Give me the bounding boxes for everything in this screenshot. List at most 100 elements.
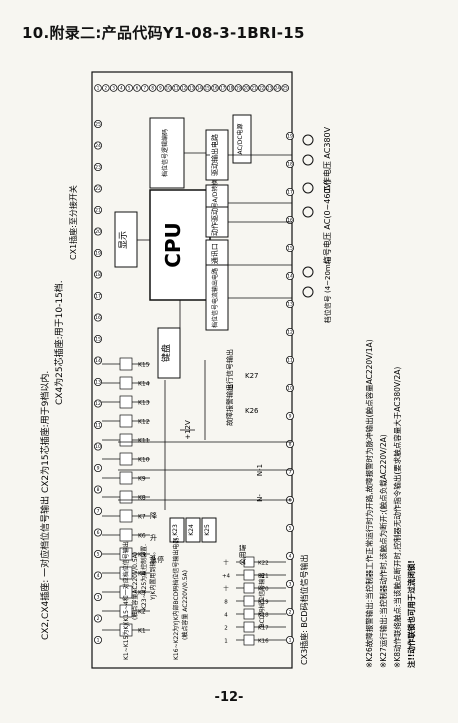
k-relay-contact: [119, 490, 133, 504]
cx3-terminal-number: 2: [289, 610, 292, 616]
coil-symbol-1: [302, 134, 314, 146]
cx1-terminal-number: 14: [197, 86, 203, 91]
cx1-terminal-number: 23: [267, 86, 273, 91]
cx1-terminal: [125, 84, 133, 92]
cx3-terminal: [285, 355, 294, 364]
raise-label: 升: [150, 533, 157, 542]
bcd-relay-label: K21: [258, 574, 269, 580]
motor-label: 动作驱动: [210, 208, 219, 236]
cx3-terminal: [285, 580, 294, 589]
k-relay-contact: [119, 547, 133, 561]
cx3-terminal-number: 14: [287, 274, 293, 280]
cx3-terminal: [285, 524, 294, 533]
k-relay-contact: [119, 395, 133, 409]
cx1-terminal: [102, 84, 110, 92]
cx1-terminal: [234, 84, 243, 92]
common-label: 公用端: [238, 545, 247, 566]
cx1-terminal-number: 18: [228, 86, 234, 91]
cx1-terminal-number: 19: [236, 86, 242, 91]
bcd-weight-label: +4: [222, 574, 231, 580]
display-block: [114, 211, 138, 268]
cx2-terminal: [94, 248, 103, 257]
stop-label: 急停: [150, 555, 164, 564]
bcd-relay-label: K20: [258, 587, 269, 593]
cx1-terminal: [187, 84, 196, 92]
cx3-terminal: [285, 159, 294, 168]
k-relay-label: K13: [138, 400, 150, 407]
cx3-terminal: [285, 552, 294, 561]
cx3-terminal-number: 11: [287, 358, 293, 364]
cx1-terminal: [109, 84, 118, 92]
cx1-terminal-number: 21: [251, 86, 257, 91]
bcd-relay-contact: [243, 582, 255, 594]
pos-input-label: 档位信号逻辑编码: [161, 129, 169, 177]
k-relay-contact: [119, 528, 133, 542]
cx2-terminal-number: 19: [95, 251, 101, 257]
k-relay-label: K4: [138, 571, 146, 578]
cx2-terminal: [94, 636, 103, 645]
k23-note-2: YJK内置用到输出。: [149, 549, 157, 601]
bcd-relay-contact: [243, 608, 255, 620]
cx1-terminal: [257, 84, 266, 92]
cx1-terminal-number: 9: [159, 86, 162, 91]
cx3-terminal-number: 6: [289, 498, 292, 504]
cx1-terminal: [211, 84, 219, 92]
bcd-output-label: BCD码档位信号输出: [258, 573, 266, 628]
cx3-terminal: [285, 636, 294, 645]
cx2-terminal: [94, 377, 103, 386]
cx2-terminal-number: 3: [97, 595, 100, 601]
cx2-terminal-number: 17: [95, 294, 101, 300]
k-relay-label: K6: [138, 533, 146, 540]
lower-label: 降: [150, 511, 157, 520]
bcd-relay-label: K16: [258, 639, 269, 645]
cx3-terminal-number: 15: [287, 246, 293, 252]
bcd-weight-label: 十: [223, 559, 229, 567]
cx1-terminal: [226, 84, 235, 92]
cx2-terminal: [94, 571, 103, 580]
cx3-terminal-number: 8: [289, 442, 292, 448]
cx1-terminal: [141, 84, 149, 92]
cx1-terminal: [203, 84, 212, 92]
cx2-terminal: [94, 120, 103, 129]
cx1-terminal: [117, 84, 126, 92]
cx1-terminal: [156, 84, 165, 92]
pos-input-block: [149, 117, 185, 189]
cx1-terminal-number: 13: [189, 86, 195, 91]
cx2-terminal-number: 7: [97, 509, 100, 515]
cx1-terminal-number: 22: [259, 86, 265, 91]
bcd-relay-contact: [243, 569, 255, 581]
cx1-terminal-number: 25: [283, 86, 289, 91]
cx2-terminal: [94, 614, 103, 623]
k-relay-label: K5: [138, 552, 146, 559]
footnote-4: 注!!动作联锁也可用于过流闭锁!: [406, 560, 416, 668]
run-output-label: 运行信号输出: [225, 349, 234, 391]
k-relay-contact: [119, 623, 133, 637]
k-relay-contact: [119, 452, 133, 466]
footnote-1: ※K26故障报警输出:当控制器工作正常运行时为开路,故障报警时为脉冲输出(触点容…: [364, 339, 374, 668]
cx3-terminal-number: 13: [287, 302, 293, 308]
cx2-terminal: [94, 356, 103, 365]
k-note-2: (触点容量AC220V/0.5A): [131, 552, 139, 620]
cx3-terminal: [285, 327, 294, 336]
wiring-lines: [118, 152, 292, 510]
bcd-weight-label: 4: [224, 613, 228, 619]
cx2-terminal: [94, 334, 103, 343]
cx1-terminal-number: 15: [205, 86, 211, 91]
k-relay-label: K3: [138, 590, 146, 597]
cx3-note: CX3插座: BCD码档位信号输出: [299, 555, 309, 666]
cx2-terminal-number: 10: [95, 444, 101, 450]
cx1-terminal-number: 4: [120, 86, 123, 91]
k24-box: [185, 517, 201, 543]
cx2-terminal: [94, 420, 103, 429]
n-minus-label: N-: [256, 494, 264, 502]
cx2-terminal-number: 25: [95, 122, 101, 128]
cx2-terminal-number: 4: [97, 573, 100, 579]
k23-note-1: K23~K25为反控制装置.: [140, 544, 148, 610]
cx2-terminal: [94, 141, 103, 150]
bcd-relay-label: K22: [258, 561, 269, 567]
k-relay-contact: [119, 357, 133, 371]
cx1-terminal: [250, 84, 258, 92]
bcd-relay-contact: [243, 595, 255, 607]
cx2-terminal-number: 14: [95, 358, 101, 364]
